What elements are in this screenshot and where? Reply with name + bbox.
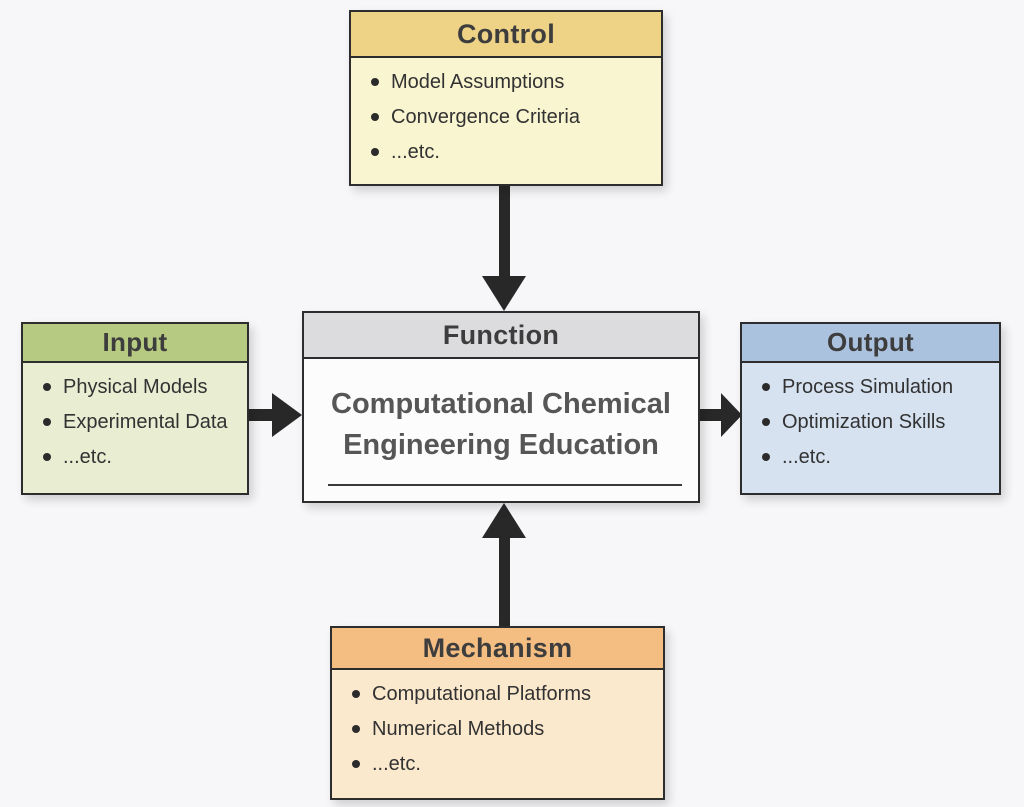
arrow-up-icon — [482, 503, 526, 538]
arrow-mechanism-to-function-shaft — [499, 536, 510, 628]
function-box-title: Function — [304, 313, 698, 359]
function-text-line2: Engineering Education — [343, 429, 659, 461]
arrow-right-icon — [272, 393, 302, 437]
input-box: Input Physical Models Experimental Data … — [21, 322, 249, 495]
arrow-input-to-function-shaft — [248, 409, 274, 421]
list-item: Convergence Criteria — [363, 104, 655, 130]
function-box: Function Computational Chemical Engineer… — [302, 311, 700, 503]
mechanism-item-list: Computational Platforms Numerical Method… — [344, 681, 657, 777]
control-item-list: Model Assumptions Convergence Criteria .… — [363, 69, 655, 165]
control-box: Control Model Assumptions Convergence Cr… — [349, 10, 663, 186]
arrow-down-icon — [482, 276, 526, 311]
input-box-body: Physical Models Experimental Data ...etc… — [23, 363, 247, 493]
list-item: Numerical Methods — [344, 716, 657, 742]
list-item: ...etc. — [363, 139, 655, 165]
list-item: ...etc. — [754, 444, 993, 470]
output-box-body: Process Simulation Optimization Skills .… — [742, 363, 999, 493]
input-item-list: Physical Models Experimental Data ...etc… — [35, 374, 241, 470]
list-item: Computational Platforms — [344, 681, 657, 707]
control-box-body: Model Assumptions Convergence Criteria .… — [351, 58, 661, 184]
function-underline-rule — [328, 484, 682, 486]
list-item: ...etc. — [35, 444, 241, 470]
output-box: Output Process Simulation Optimization S… — [740, 322, 1001, 495]
list-item: Experimental Data — [35, 409, 241, 435]
list-item: ...etc. — [344, 751, 657, 777]
arrow-right-icon — [721, 393, 742, 437]
list-item: Model Assumptions — [363, 69, 655, 95]
input-box-title: Input — [23, 324, 247, 363]
output-box-title: Output — [742, 324, 999, 363]
list-item: Optimization Skills — [754, 409, 993, 435]
function-box-body: Computational Chemical Engineering Educa… — [304, 359, 698, 501]
control-box-title: Control — [351, 12, 661, 58]
list-item: Physical Models — [35, 374, 241, 400]
output-item-list: Process Simulation Optimization Skills .… — [754, 374, 993, 470]
mechanism-box-title: Mechanism — [332, 628, 663, 670]
list-item: Process Simulation — [754, 374, 993, 400]
mechanism-box: Mechanism Computational Platforms Numeri… — [330, 626, 665, 800]
arrow-function-to-output-shaft — [699, 409, 723, 421]
function-main-text: Computational Chemical Engineering Educa… — [331, 384, 671, 466]
arrow-control-to-function-shaft — [499, 184, 510, 278]
function-text-line1: Computational Chemical — [331, 387, 671, 420]
mechanism-box-body: Computational Platforms Numerical Method… — [332, 670, 663, 798]
